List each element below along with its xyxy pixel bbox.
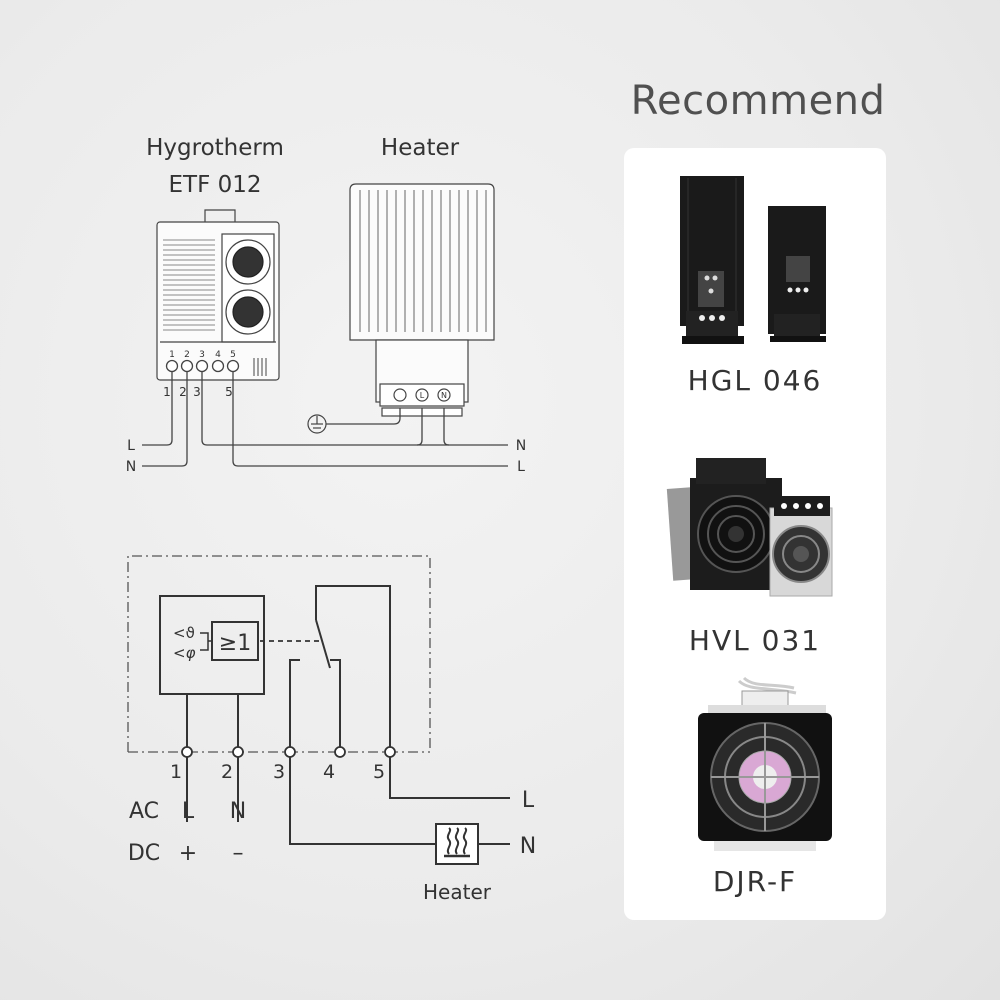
hygrotherm-model-label: ETF 012 xyxy=(168,172,261,198)
ac-n-label: N xyxy=(230,799,246,824)
fan-heater-square-icon xyxy=(698,676,832,851)
ac-l-label: L xyxy=(182,799,195,824)
or-gate-label: ≥1 xyxy=(219,631,251,656)
ac-label: AC xyxy=(129,799,159,824)
svg-text:4: 4 xyxy=(323,761,335,783)
svg-text:2: 2 xyxy=(184,350,190,360)
wiring-diagram: Hygrotherm ETF 012 Heater xyxy=(126,135,536,904)
svg-text:3: 3 xyxy=(199,350,205,360)
product-name: HVL 031 xyxy=(688,624,822,657)
product-djr-f[interactable]: DJR-F xyxy=(624,673,886,913)
hygrotherm-label: Hygrotherm xyxy=(146,135,284,161)
wire-label-left-l: L xyxy=(127,438,135,454)
wiring-lines xyxy=(142,372,508,467)
schematic-terminals xyxy=(181,746,396,758)
product-name: HGL 046 xyxy=(687,364,823,397)
svg-text:3: 3 xyxy=(273,761,285,783)
wire-label-left-n: N xyxy=(126,459,136,475)
relay-switch xyxy=(289,585,391,752)
svg-text:N: N xyxy=(441,391,447,400)
svg-text:3: 3 xyxy=(193,385,201,399)
hygrotherm-terminal-numbers: 1 2 3 5 xyxy=(163,385,233,399)
svg-text:5: 5 xyxy=(225,385,233,399)
heater-top-label: Heater xyxy=(381,135,460,161)
heater-element-icon xyxy=(435,823,479,865)
output-n-label: N xyxy=(520,834,536,859)
dc-plus-label: + xyxy=(179,841,197,866)
svg-text:1: 1 xyxy=(170,761,182,783)
recommend-card: HGL 046 HVL 031 xyxy=(624,148,886,920)
svg-text:4: 4 xyxy=(215,350,221,360)
product-hgl-046[interactable]: HGL 046 xyxy=(624,166,886,406)
temp-sensor-symbol: <ϑ xyxy=(173,624,195,642)
svg-text:2: 2 xyxy=(179,385,187,399)
dc-minus-label: – xyxy=(233,841,244,866)
wire-label-right-n: N xyxy=(516,438,526,454)
product-hvl-031[interactable]: HVL 031 xyxy=(624,448,886,658)
hygrotherm-device xyxy=(156,209,280,381)
hygrotherm-terminals xyxy=(165,359,240,373)
panel-heater-icon xyxy=(680,176,826,344)
svg-text:L: L xyxy=(420,391,425,400)
svg-text:1: 1 xyxy=(163,385,171,399)
wire-label-right-l: L xyxy=(517,459,525,475)
ground-icon xyxy=(307,414,327,434)
svg-text:1: 1 xyxy=(169,350,175,360)
dc-label: DC xyxy=(128,841,160,866)
schematic-terminal-numbers: 1 2 3 4 5 xyxy=(170,761,385,783)
svg-text:5: 5 xyxy=(230,350,236,360)
controller-block xyxy=(159,595,265,695)
output-l-label: L xyxy=(522,788,535,813)
svg-text:5: 5 xyxy=(373,761,385,783)
heater-terminal-labels: L N xyxy=(420,391,447,400)
heater-device xyxy=(349,183,495,417)
svg-text:2: 2 xyxy=(221,761,233,783)
fan-heater-icon xyxy=(666,458,833,597)
product-name: DJR-F xyxy=(712,865,798,898)
heater-schematic-label: Heater xyxy=(423,880,492,904)
recommend-title: Recommend xyxy=(630,78,886,124)
schematic-diagram: ≥1 <ϑ <φ 1 2 3 4 xyxy=(127,555,536,904)
humidity-sensor-symbol: <φ xyxy=(173,644,196,662)
